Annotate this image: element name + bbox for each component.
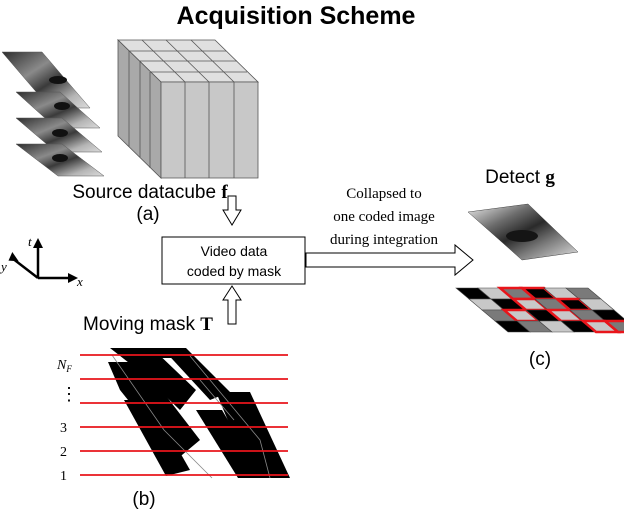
datacube-front-face xyxy=(160,81,259,179)
axis-label-x: x xyxy=(76,274,83,289)
process-box-line1: Video data xyxy=(201,243,268,259)
coded-image xyxy=(467,203,579,261)
source-datacube xyxy=(117,39,259,179)
detector-cell xyxy=(591,309,624,322)
moving-mask-label: Moving mask T xyxy=(83,314,213,335)
panel-label-c: (c) xyxy=(529,349,551,370)
mask-outline xyxy=(111,354,213,479)
axis-label-t: t xyxy=(28,234,32,249)
moving-mask-pattern xyxy=(108,348,290,479)
coordinate-axes xyxy=(11,244,72,280)
source-datacube-label: Source datacube f xyxy=(72,182,228,203)
figure-title: Acquisition Scheme xyxy=(177,2,416,30)
mask-band xyxy=(162,348,230,400)
collapse-arrow-icon xyxy=(305,243,474,277)
collapse-label-line2: one coded image xyxy=(333,209,435,225)
video-frame xyxy=(15,91,101,129)
detect-label: Detect g xyxy=(485,167,555,188)
axis-arrowhead-x xyxy=(68,273,78,283)
arrow-up-to-box-icon xyxy=(222,285,242,325)
frame-label-2: 2 xyxy=(60,445,67,460)
frame-label-dots: ⋮ xyxy=(60,384,78,404)
collapse-label-line1: Collapsed to xyxy=(346,186,421,202)
panel-label-b: (b) xyxy=(132,489,155,510)
mask-band xyxy=(124,400,190,476)
axis-arrowhead-t xyxy=(33,238,43,248)
axis-label-y: y xyxy=(0,259,7,274)
process-box-line2: coded by mask xyxy=(187,263,282,279)
mask-band xyxy=(216,392,290,478)
source-video-frames xyxy=(1,51,105,177)
arrow-down-to-box-icon xyxy=(222,195,242,226)
video-frame xyxy=(1,51,91,109)
frame-label-1: 1 xyxy=(60,469,67,484)
collapse-label-line3: during integration xyxy=(330,232,438,248)
frame-label-nf: NF xyxy=(56,358,72,374)
axis-arrowhead-y xyxy=(8,252,19,262)
process-box xyxy=(161,236,306,285)
panel-label-a: (a) xyxy=(136,204,159,225)
mask-outline xyxy=(189,355,271,479)
video-frame xyxy=(15,117,103,153)
mask-outline xyxy=(199,379,235,421)
frame-lines xyxy=(80,354,288,476)
video-frame xyxy=(15,143,105,177)
coded-detector-grid xyxy=(455,286,624,334)
detector-cell-highlighted xyxy=(601,319,624,334)
frame-label-3: 3 xyxy=(60,421,67,436)
